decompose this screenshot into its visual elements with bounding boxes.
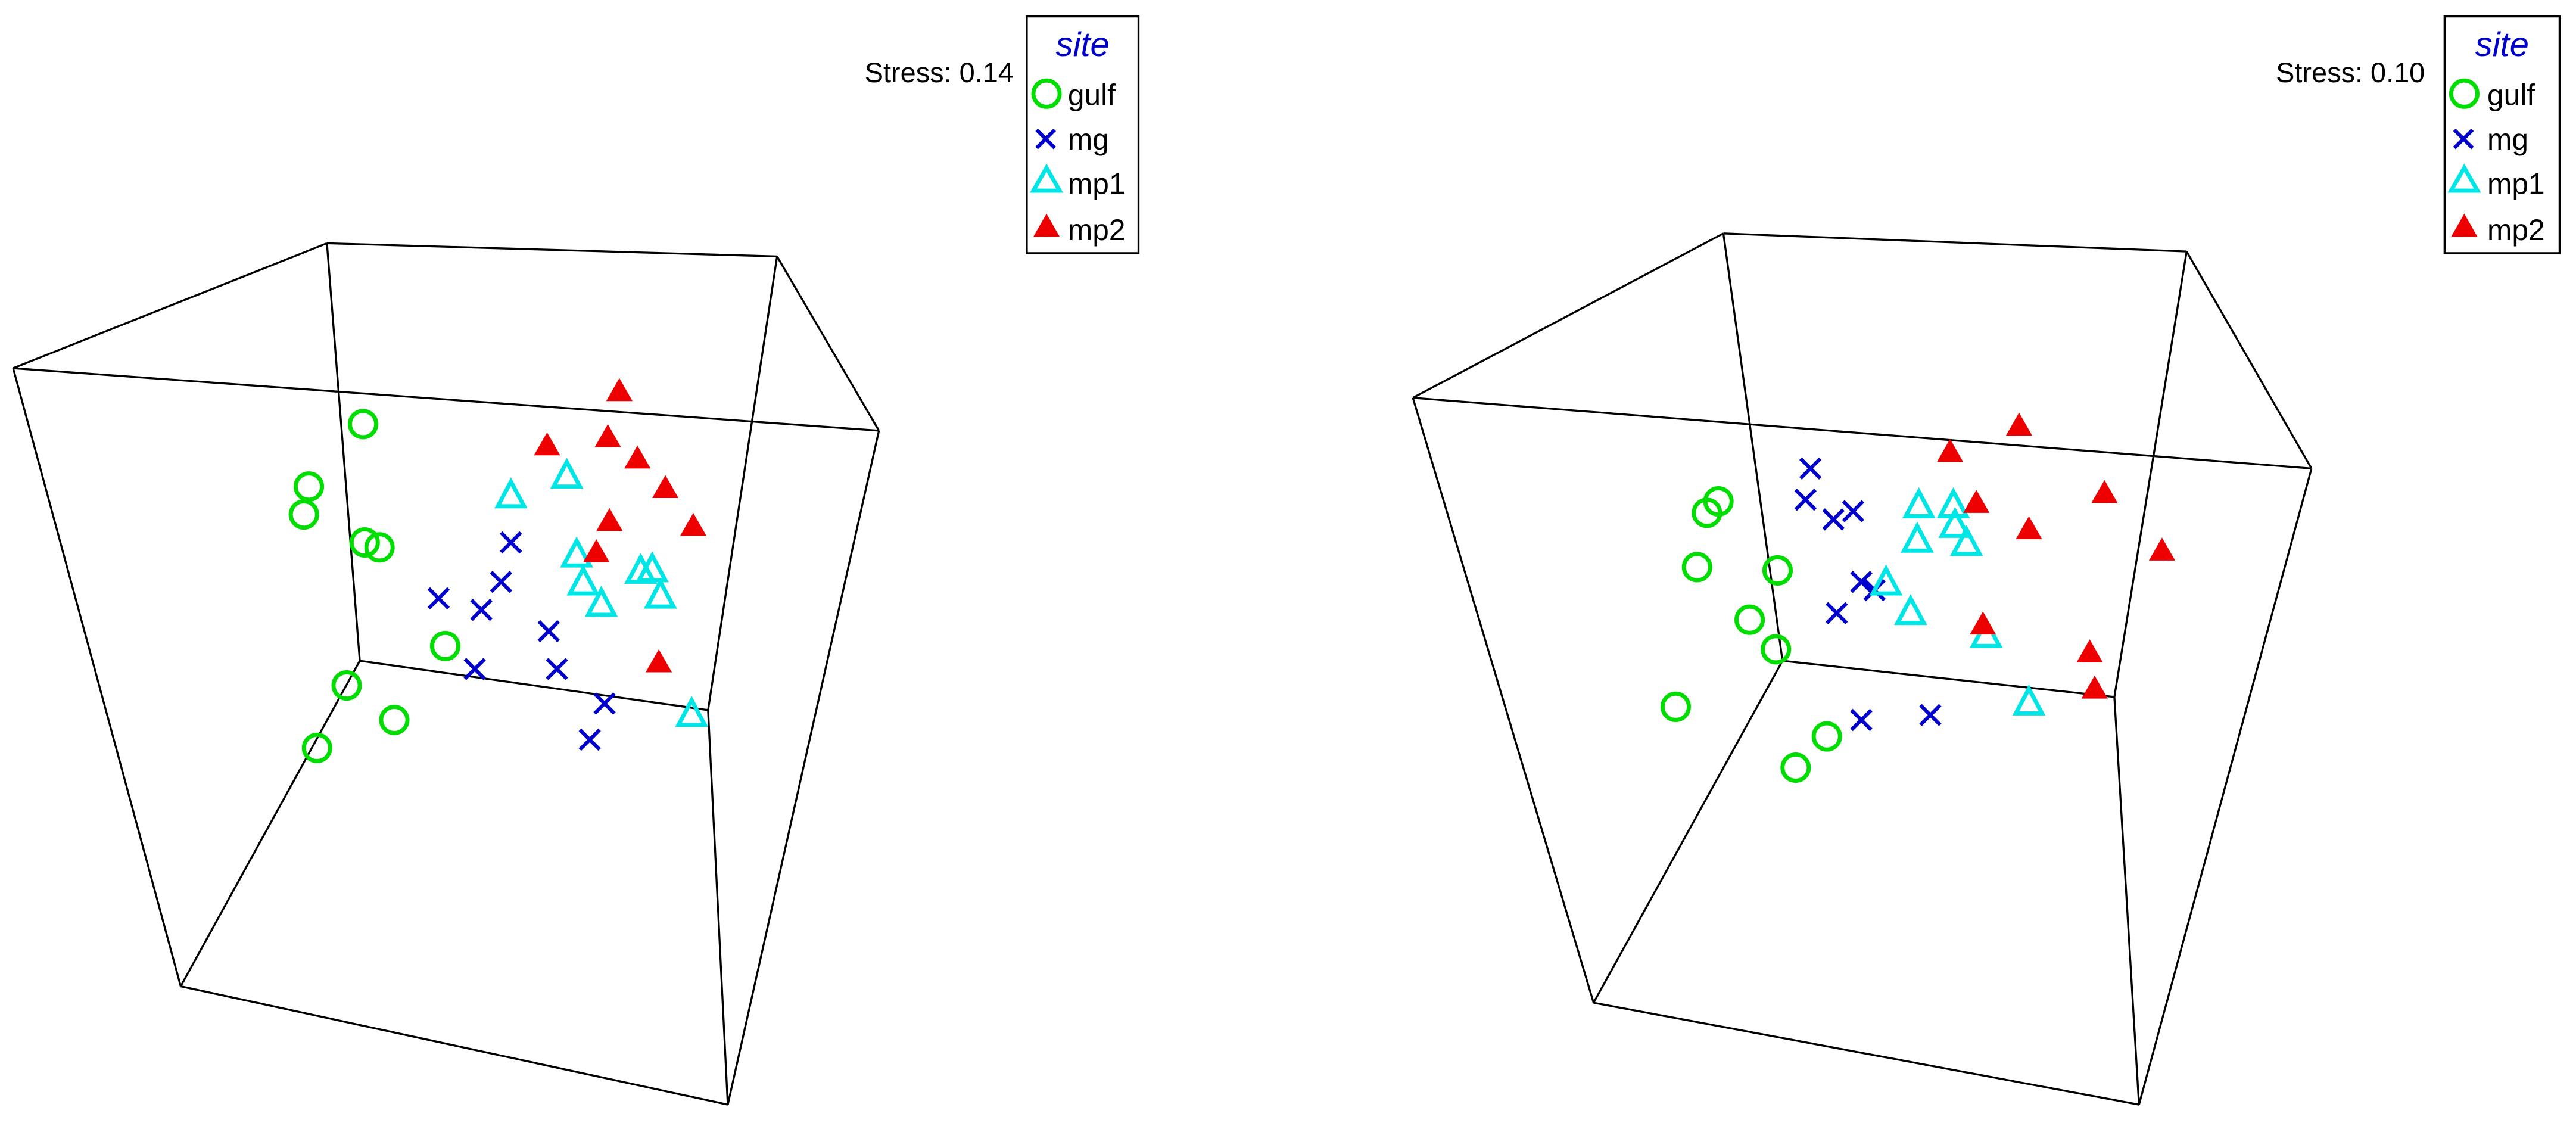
point-mp1 [560,536,593,568]
legend-mp2-label: mp2 [1068,213,1126,247]
legend-mp2-marker [1033,213,1060,237]
point-mg [1842,500,1865,522]
point-mp2 [583,539,610,562]
point-mp2 [2005,412,2033,436]
point-gulf [1692,497,1722,528]
point-mp1 [494,477,528,509]
point-gulf [348,409,379,440]
point-mp2 [534,432,560,456]
legend: site gulf mg mp1 mp2 [1026,15,1140,254]
point-mp2 [2148,537,2175,561]
point-mp2 [2091,480,2118,503]
point-gulf [1762,555,1793,586]
point-mg [1799,457,1822,480]
point-gulf [1734,604,1765,635]
point-mp2 [1937,438,1964,462]
point-mp2 [2081,676,2108,699]
markers-right [1660,412,2175,783]
point-gulf [429,630,461,661]
point-mp1 [644,577,677,609]
legend-mp1-marker [1030,163,1064,193]
legend-title: site [2475,26,2529,64]
point-mg [1822,508,1845,531]
point-mp1 [1949,525,1983,556]
point-mg [593,692,616,715]
point-mg [537,620,560,643]
stress-label: Stress: 0.10 [2276,57,2425,88]
point-mp2 [1963,490,1990,513]
point-mp2 [646,649,672,673]
point-gulf [1681,552,1712,583]
point-mp2 [680,512,707,536]
stress-label: Stress: 0.14 [865,57,1014,88]
legend-mg-marker [1035,128,1056,150]
point-mp1 [584,586,618,617]
point-gulf [288,499,319,530]
point-mp1 [1902,487,1936,518]
mds-plot-right: Stress: 0.10 site gulf mg mp1 mp2 [1412,15,2561,1106]
point-gulf [1660,691,1691,722]
cube-frame-left [12,242,880,1106]
point-mg [470,598,493,621]
point-mp2 [596,508,623,531]
point-mp1 [1938,506,1972,538]
point-mp1 [1869,564,1903,596]
point-gulf [1780,752,1811,783]
point-mp2 [1970,611,1996,635]
point-mg [490,571,512,593]
point-mp1 [2012,684,2046,716]
point-mp2 [2016,516,2042,539]
point-mp2 [624,445,651,469]
point-gulf [364,532,395,563]
point-mg [463,658,486,680]
markers-left [288,378,709,763]
legend-mp2-label: mp2 [2487,213,2545,247]
legend-gulf-marker [2449,78,2480,109]
cube-frame-right [1412,232,2313,1106]
legend-mp1-marker [2447,163,2481,193]
point-mg [578,728,601,751]
point-mp1 [1901,521,1934,553]
point-mp1 [566,564,600,596]
point-mp1 [636,551,669,583]
point-mg [1794,489,1817,511]
point-mg [1850,571,1873,593]
point-gulf [331,670,362,701]
point-mg [427,587,450,610]
point-mp2 [594,424,621,447]
legend-mg-marker [2453,128,2474,150]
point-gulf [294,471,325,502]
legend: site gulf mg mp1 mp2 [2443,15,2561,254]
point-mg [1826,602,1848,624]
point-mg [1919,704,1942,726]
mds-plot-left: Stress: 0.14 site gulf mg mp1 mp2 [12,15,1140,1106]
point-gulf [1811,721,1842,752]
point-mp2 [2076,639,2103,662]
point-gulf [349,527,380,558]
point-mp1 [550,457,584,489]
point-mp1 [1894,593,1927,626]
point-mp2 [652,475,679,499]
legend-gulf-label: gulf [2487,79,2535,112]
point-mp1 [675,696,709,727]
legend-mg-label: mg [2487,123,2528,156]
legend-mp1-label: mp1 [2487,167,2545,201]
legend-mp2-marker [2451,213,2478,237]
point-gulf [301,732,332,763]
point-gulf [1761,634,1792,665]
point-mg [1850,708,1873,732]
legend-gulf-marker [1031,78,1062,109]
point-mg [500,531,522,554]
point-gulf [379,704,410,736]
legend-title: site [1056,26,1110,64]
point-mg [546,658,568,680]
legend-mp1-label: mp1 [1068,167,1126,201]
legend-mg-label: mg [1068,123,1109,156]
legend-gulf-label: gulf [1068,79,1116,112]
point-mp2 [606,378,633,402]
